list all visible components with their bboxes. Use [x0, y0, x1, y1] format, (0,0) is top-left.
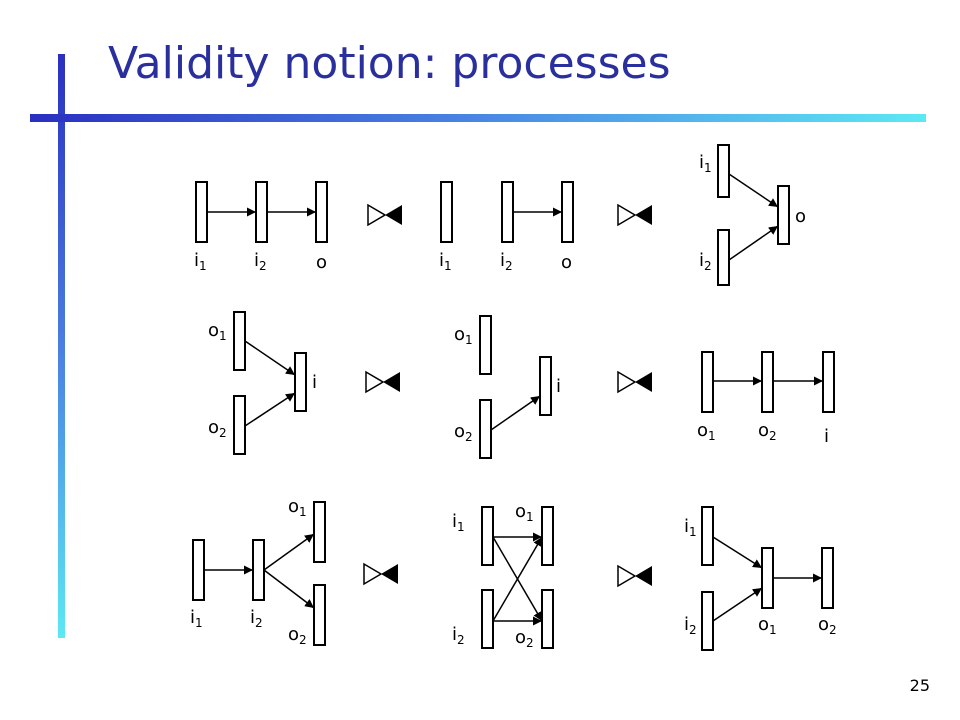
process-box: [252, 539, 265, 601]
label-o2: o2: [758, 420, 777, 443]
process-box: [539, 356, 552, 416]
process-box: [481, 589, 494, 649]
process-box: [821, 547, 834, 609]
row3-middle-process: i1 i2 o1 o2: [452, 501, 554, 650]
bowtie-icon: [617, 203, 652, 227]
label-i1: i1: [699, 152, 712, 175]
label-i1: i1: [452, 511, 465, 534]
process-box: [440, 181, 453, 243]
process-box: [561, 181, 574, 243]
label-o1: o1: [515, 501, 534, 524]
row2-middle-process: o1 o2 i: [454, 315, 561, 459]
process-box: [294, 352, 307, 412]
slide-title: Validity notion: processes: [108, 38, 671, 89]
bowtie-icon: [363, 562, 398, 586]
arrow: [728, 225, 779, 261]
bowtie-icon: [365, 370, 400, 394]
process-box: [701, 351, 714, 413]
label-o2: o2: [818, 614, 837, 637]
process-box: [315, 181, 328, 243]
bowtie-icon: [367, 203, 402, 227]
label-i1: i1: [439, 250, 452, 273]
arrow: [244, 392, 296, 427]
row2-left-process: o1 o2 i: [208, 311, 317, 455]
label-i: i: [824, 426, 829, 447]
label-o1: o1: [288, 496, 307, 519]
label-i1: i1: [684, 516, 697, 539]
label-o2: o2: [515, 627, 534, 650]
process-box: [777, 185, 790, 245]
process-box: [822, 351, 835, 413]
process-box: [255, 181, 268, 243]
row3-left-process: i1 i2 o1 o2: [190, 496, 326, 647]
process-box: [479, 315, 492, 375]
label-i2: i2: [684, 614, 697, 637]
row1-left-process: i1 i2 o: [194, 181, 328, 273]
label-i2: i2: [500, 250, 513, 273]
process-box: [501, 181, 514, 243]
arrow: [712, 587, 763, 622]
process-box: [479, 399, 492, 459]
label-i: i: [312, 372, 317, 393]
arrow: [244, 340, 296, 376]
label-i2: i2: [699, 250, 712, 273]
label-o: o: [561, 252, 572, 273]
label-i2: i2: [452, 624, 465, 647]
label-i: i: [556, 376, 561, 397]
process-box: [313, 501, 326, 563]
process-box: [717, 144, 730, 198]
label-i1: i1: [194, 250, 207, 273]
page-number: 25: [909, 676, 930, 695]
label-i2: i2: [254, 250, 267, 273]
label-i2: i2: [250, 607, 263, 630]
process-box: [701, 506, 714, 566]
process-box: [761, 351, 774, 413]
bowtie-icon: [617, 564, 652, 588]
process-box: [701, 591, 714, 651]
arrow: [728, 173, 779, 208]
arrow: [263, 533, 315, 571]
process-box: [233, 395, 246, 455]
label-o1: o1: [758, 614, 777, 637]
row2-right-process: o1 o2 i: [697, 351, 835, 447]
row1-right-process: i1 i2 o: [699, 144, 806, 286]
label-o: o: [795, 206, 806, 227]
process-box: [233, 311, 246, 371]
label-o1: o1: [454, 324, 473, 347]
label-o2: o2: [288, 624, 307, 647]
process-box: [761, 547, 774, 609]
label-o2: o2: [208, 417, 227, 440]
label-i1: i1: [190, 607, 203, 630]
label-o: o: [316, 252, 327, 273]
arrow: [712, 536, 763, 569]
process-box: [541, 506, 554, 566]
label-o1: o1: [697, 420, 716, 443]
process-box: [541, 589, 554, 649]
process-box: [313, 584, 326, 646]
row3-right-process: i1 i2 o1 o2: [684, 506, 837, 651]
process-box: [481, 506, 494, 566]
accent-horizontal-bar: [30, 114, 926, 122]
label-o2: o2: [454, 421, 473, 444]
process-box: [717, 229, 730, 286]
bowtie-icon: [617, 370, 652, 394]
label-o1: o1: [208, 320, 227, 343]
process-box: [192, 539, 205, 601]
arrow: [263, 569, 315, 609]
arrow: [492, 536, 543, 622]
arrow: [490, 395, 541, 431]
process-box: [195, 181, 208, 243]
row1-middle-process: i1 i2 o: [439, 181, 574, 273]
accent-vertical-bar: [58, 54, 65, 638]
